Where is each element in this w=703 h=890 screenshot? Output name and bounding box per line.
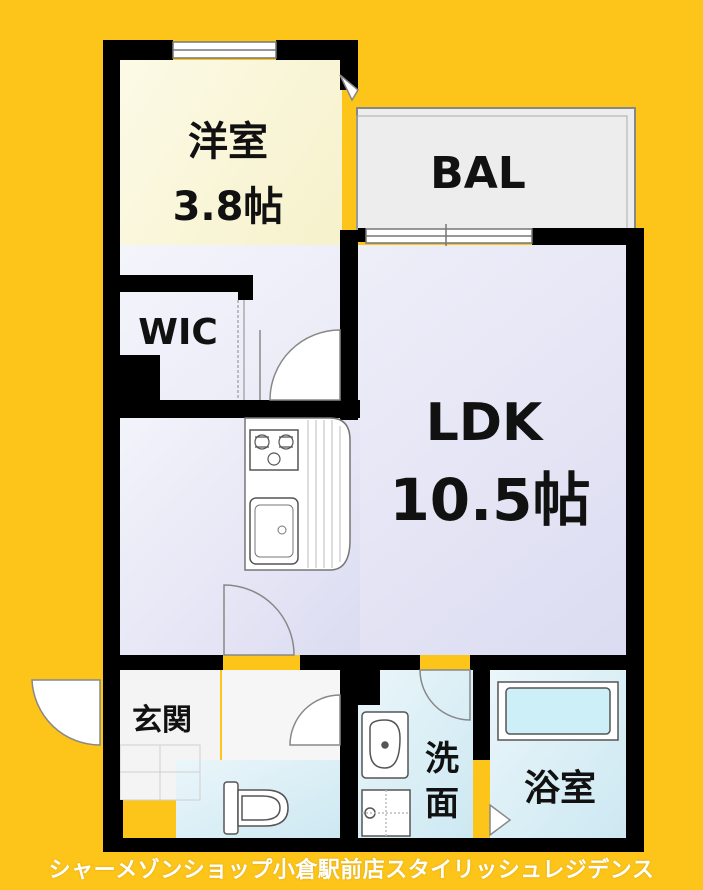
doors bbox=[31, 74, 512, 837]
wic-label: WIC bbox=[138, 312, 218, 353]
washbasin-icon bbox=[361, 711, 409, 779]
ldk-label: LDK bbox=[426, 393, 544, 453]
balcony-label: BAL bbox=[430, 148, 526, 199]
sink-icon bbox=[249, 497, 299, 565]
bathroom-label: 浴室 bbox=[524, 768, 596, 809]
wic-rail bbox=[237, 300, 245, 400]
entrance-label: 玄関 bbox=[132, 703, 192, 738]
windows bbox=[172, 41, 533, 246]
kitchen-counter bbox=[244, 417, 351, 571]
washroom-label-line2: 面 bbox=[425, 784, 459, 824]
stove-icon bbox=[249, 429, 299, 471]
toilet-icon bbox=[223, 781, 289, 835]
walls bbox=[103, 40, 644, 852]
washing-machine-pan-icon bbox=[361, 789, 411, 837]
bathtub-icon bbox=[497, 681, 619, 741]
balcony bbox=[356, 107, 636, 231]
washroom-label-line1: 洗 bbox=[425, 739, 459, 779]
ldk-size: 10.5帖 bbox=[389, 466, 590, 534]
footer-watermark: シャーメゾンショップ小倉駅前店スタイリッシュレジデンス bbox=[48, 858, 655, 883]
western-room-size: 3.8帖 bbox=[173, 184, 284, 230]
western-room-name: 洋室 bbox=[188, 119, 268, 165]
